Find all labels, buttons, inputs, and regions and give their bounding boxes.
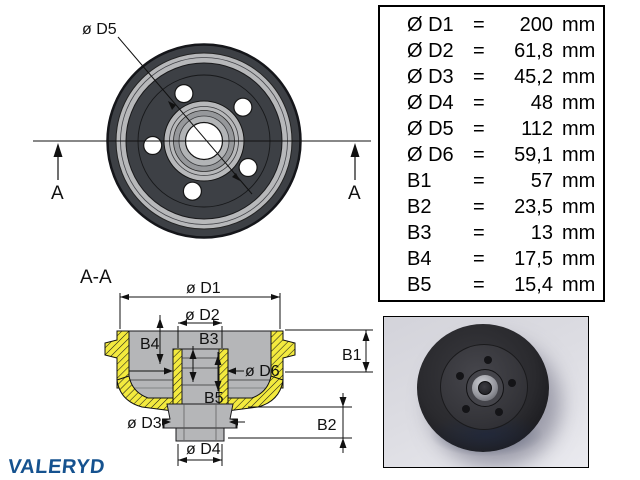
equals-sign: = <box>473 170 485 192</box>
table-row: B1 = 57 mm <box>407 168 603 194</box>
dim-label-d1: ø D1 <box>186 280 221 297</box>
dim-d3 <box>162 418 245 426</box>
dim-name: B4 <box>407 248 432 270</box>
bolt-hole <box>456 372 464 380</box>
table-row: Ø D3 = 45,2 mm <box>407 64 603 90</box>
dim-label-b5: B5 <box>204 390 224 407</box>
table-row: B5 = 15,4 mm <box>407 272 603 298</box>
dim-unit: mm <box>562 170 596 192</box>
front-view: ø D5 A A <box>33 21 371 239</box>
table-row: B2 = 23,5 mm <box>407 194 603 220</box>
dim-value: 13 <box>530 222 553 244</box>
equals-sign: = <box>473 118 485 140</box>
table-row: Ø D1 = 200 mm <box>407 12 603 38</box>
bolt-hole <box>462 405 470 413</box>
equals-sign: = <box>473 40 485 62</box>
dim-name: Ø D3 <box>407 66 454 88</box>
dim-d2 <box>177 320 223 348</box>
dim-unit: mm <box>562 66 596 88</box>
equals-sign: = <box>473 196 485 218</box>
table-row: B3 = 13 mm <box>407 220 603 246</box>
dim-d1 <box>119 293 281 329</box>
dim-value: 59,1 <box>514 144 553 166</box>
dim-unit: mm <box>562 274 596 296</box>
dim-label-d6: ø D6 <box>245 363 280 380</box>
equals-sign: = <box>473 14 485 36</box>
table-row: Ø D6 = 59,1 mm <box>407 142 603 168</box>
equals-sign: = <box>473 144 485 166</box>
dim-unit: mm <box>562 248 596 270</box>
dimensions-table: Ø D1 = 200 mm Ø D2 = 61,8 mm Ø D3 = 45,2 mm Ø D4 =… <box>378 5 605 302</box>
dim-value: 15,4 <box>514 274 553 296</box>
dim-label-d5: ø D5 <box>82 21 117 38</box>
dim-b3 <box>189 346 197 382</box>
dim-value: 48 <box>530 92 553 114</box>
equals-sign: = <box>473 66 485 88</box>
dim-unit: mm <box>562 196 596 218</box>
dim-label-d3: ø D3 <box>127 415 162 432</box>
dim-d6 <box>129 367 244 375</box>
dim-label-b2: B2 <box>317 417 337 434</box>
dim-value: 61,8 <box>514 40 553 62</box>
dim-name: Ø D1 <box>407 14 454 36</box>
dim-unit: mm <box>562 92 596 114</box>
bolt-hole <box>508 379 516 387</box>
table-row: Ø D2 = 61,8 mm <box>407 38 603 64</box>
section-title: A-A <box>80 267 112 288</box>
section-letter-right: A <box>348 183 361 204</box>
dim-label-b4: B4 <box>140 336 160 353</box>
dim-name: Ø D2 <box>407 40 454 62</box>
dim-label-d2: ø D2 <box>185 307 220 324</box>
equals-sign: = <box>473 248 485 270</box>
dim-name: Ø D4 <box>407 92 454 114</box>
bolt-hole <box>484 356 492 364</box>
equals-sign: = <box>473 222 485 244</box>
dim-value: 17,5 <box>514 248 553 270</box>
dim-name: B5 <box>407 274 432 296</box>
dim-value: 57 <box>530 170 553 192</box>
section-letter-left: A <box>51 183 64 204</box>
valeryd-logo: VALERYD <box>6 456 107 478</box>
section-marker-left <box>53 143 63 180</box>
dim-label-b3: B3 <box>199 331 219 348</box>
table-row: Ø D4 = 48 mm <box>407 90 603 116</box>
dim-value: 23,5 <box>514 196 553 218</box>
table-row: B4 = 17,5 mm <box>407 246 603 272</box>
dim-d4 <box>177 444 223 466</box>
table-row: Ø D5 = 112 mm <box>407 116 603 142</box>
dim-unit: mm <box>562 14 596 36</box>
d5-leader <box>117 36 253 195</box>
drum-photo-face <box>440 344 528 430</box>
dim-value: 112 <box>521 118 553 140</box>
dim-label-b1: B1 <box>342 347 362 364</box>
dim-name: Ø D6 <box>407 144 454 166</box>
product-photo <box>383 316 589 468</box>
bolt-hole <box>495 408 503 416</box>
dim-name: B3 <box>407 222 432 244</box>
dim-unit: mm <box>562 222 596 244</box>
dim-b5 <box>214 352 222 391</box>
dim-b2 <box>228 393 352 453</box>
drum-photo-bore <box>478 381 492 395</box>
equals-sign: = <box>473 274 485 296</box>
section-view: A-A <box>80 267 373 466</box>
dim-value: 200 <box>519 14 553 36</box>
dim-unit: mm <box>562 144 596 166</box>
section-marker-right <box>350 143 360 180</box>
dim-unit: mm <box>562 118 596 140</box>
dim-name: Ø D5 <box>407 118 454 140</box>
hub-section <box>163 348 237 442</box>
dim-b4 <box>156 315 164 364</box>
dim-b1 <box>285 329 373 373</box>
dim-name: B2 <box>407 196 432 218</box>
dim-name: B1 <box>407 170 432 192</box>
dim-unit: mm <box>562 40 596 62</box>
dim-label-d4: ø D4 <box>186 441 221 458</box>
equals-sign: = <box>473 92 485 114</box>
dim-value: 45,2 <box>514 66 553 88</box>
